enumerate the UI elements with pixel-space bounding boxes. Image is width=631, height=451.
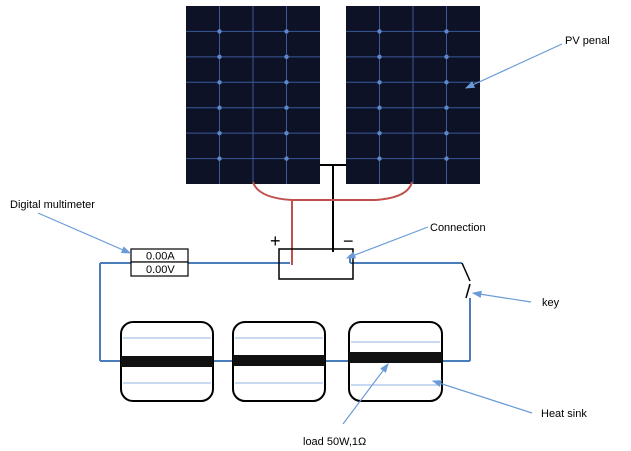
red-wire-arc <box>252 181 413 201</box>
heat-sink-2 <box>232 321 326 402</box>
panel-contact-dot <box>444 80 449 85</box>
heat-sink-1 <box>120 321 214 402</box>
panel-contact-dot <box>217 105 222 110</box>
key-switch <box>461 262 471 299</box>
panel-contact-dot <box>444 29 449 34</box>
leader-load <box>342 363 389 425</box>
panel-contact-dot <box>377 29 382 34</box>
panel-contact-dot <box>284 80 289 85</box>
digital-multimeter: 0.00A 0.00V <box>130 248 189 277</box>
panel-mount <box>320 164 346 252</box>
meter-voltage-reading: 0.00V <box>146 264 175 276</box>
panel-contact-dot <box>217 130 222 136</box>
panel-contact-dot <box>444 130 449 136</box>
leader-heat-sink <box>431 380 533 414</box>
panel-contact-dot <box>284 105 289 110</box>
leader-key <box>471 290 532 303</box>
panel-contact-dot <box>284 130 289 136</box>
panel-contact-dot <box>284 54 289 60</box>
panel-contact-dot <box>377 54 382 60</box>
heat-sink-3 <box>348 321 443 402</box>
panel-contact-dot <box>217 156 222 161</box>
positive-terminal-sign: + <box>270 231 281 251</box>
label-load: load 50W,1Ω <box>303 436 366 448</box>
panel-contact-dot <box>217 54 222 60</box>
panel-contact-dot <box>377 130 382 136</box>
panel-contact-dot <box>377 156 382 161</box>
panel-contact-dot <box>217 29 222 34</box>
pv-panel-left <box>186 6 320 184</box>
connection-box: + − <box>270 231 354 280</box>
panel-contact-dot <box>377 105 382 110</box>
panel-contact-dot <box>217 80 222 85</box>
load-resistor-1 <box>121 356 213 367</box>
negative-terminal-sign: − <box>343 231 354 251</box>
load-resistor-3 <box>349 352 442 363</box>
red-wires <box>252 181 413 265</box>
panel-contact-dot <box>444 54 449 60</box>
panel-contact-dot <box>377 80 382 85</box>
label-pv-panel: PV penal <box>565 35 610 47</box>
leader-multimeter <box>37 212 132 254</box>
meter-voltage-box <box>130 261 189 277</box>
panel-contact-dot <box>444 105 449 110</box>
load-resistor-2 <box>233 355 325 366</box>
label-heat-sink: Heat sink <box>541 408 587 420</box>
pv-panel-right <box>346 6 480 184</box>
label-key: key <box>542 297 560 309</box>
panel-contact-dot <box>284 156 289 161</box>
panel-contact-dot <box>284 29 289 34</box>
leader-lines <box>37 43 563 425</box>
leader-pv-panel <box>464 43 563 89</box>
meter-current-reading: 0.00A <box>146 251 175 263</box>
label-digital-multimeter: Digital multimeter <box>10 199 95 211</box>
leader-connection <box>345 226 429 259</box>
panel-contact-dot <box>444 156 449 161</box>
label-connection: Connection <box>430 222 486 234</box>
